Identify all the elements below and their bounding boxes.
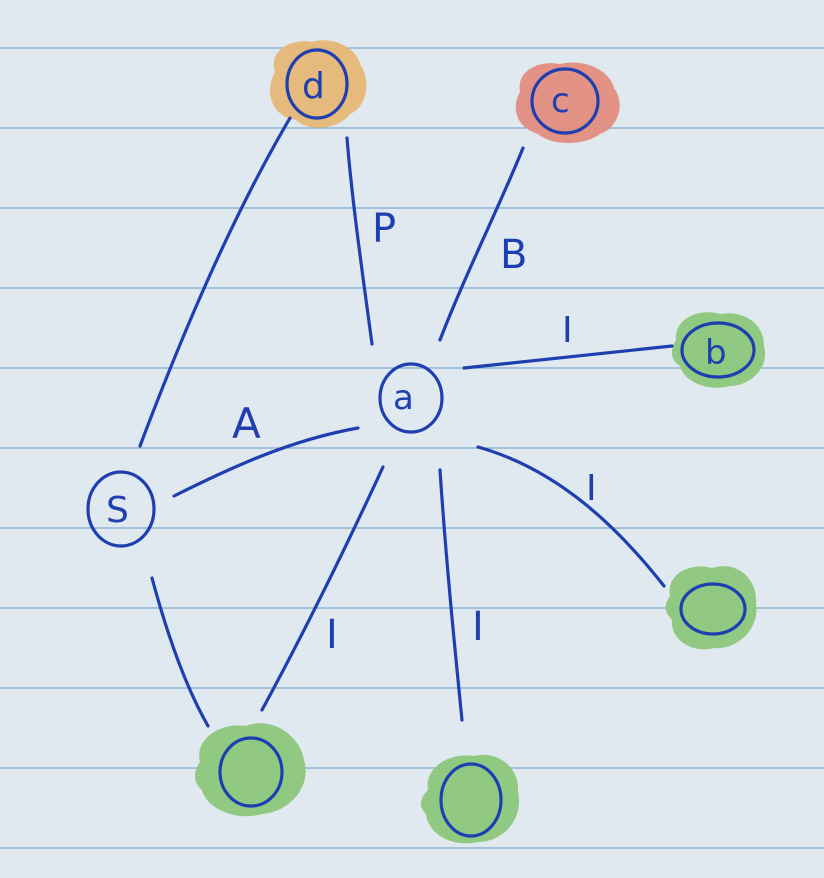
node-c-label: c: [551, 81, 570, 121]
edge-a-bottom-left: [260, 465, 385, 712]
node-bottom-middle-circle: [439, 762, 503, 838]
ruled-lines: [0, 47, 824, 849]
nodes: a S d c b: [86, 48, 756, 838]
node-b-circle: [680, 321, 756, 379]
edge-s-d: [138, 116, 292, 448]
node-a-circle: [378, 362, 444, 434]
edge-label-i-bottom-middle: I: [472, 604, 484, 650]
node-bottom-left-circle: [218, 736, 284, 808]
node-bottom-left-highlight: [195, 723, 306, 817]
edge-a-s: [172, 426, 360, 498]
edges: [138, 116, 674, 728]
edge-label-p: P: [372, 206, 396, 252]
edge-labels: P B I A I I I: [232, 206, 597, 658]
edge-a-c: [438, 146, 525, 342]
edge-a-right: [476, 445, 666, 588]
edge-label-i-right: I: [586, 468, 597, 509]
edge-a-d: [345, 136, 374, 346]
highlight-blobs: [195, 40, 766, 844]
node-d-label: d: [302, 66, 325, 107]
edge-label-a: A: [232, 399, 261, 448]
edge-a-b: [462, 344, 674, 370]
node-bottom-middle-highlight: [420, 754, 520, 844]
node-a-label: a: [393, 378, 414, 418]
node-right-circle: [679, 582, 747, 636]
node-c-circle: [530, 67, 600, 135]
edge-label-i-b: I: [562, 310, 573, 351]
node-s-circle: [86, 470, 156, 548]
node-d-circle: [285, 48, 349, 120]
edge-label-b: B: [500, 232, 527, 278]
node-b-label: b: [705, 333, 727, 373]
node-s-label: S: [106, 490, 129, 531]
edge-s-bottom-left: [150, 576, 210, 728]
edge-label-i-bottom-left: I: [326, 612, 338, 658]
edge-a-bottom-middle: [438, 468, 464, 722]
node-right-highlight: [665, 566, 757, 650]
